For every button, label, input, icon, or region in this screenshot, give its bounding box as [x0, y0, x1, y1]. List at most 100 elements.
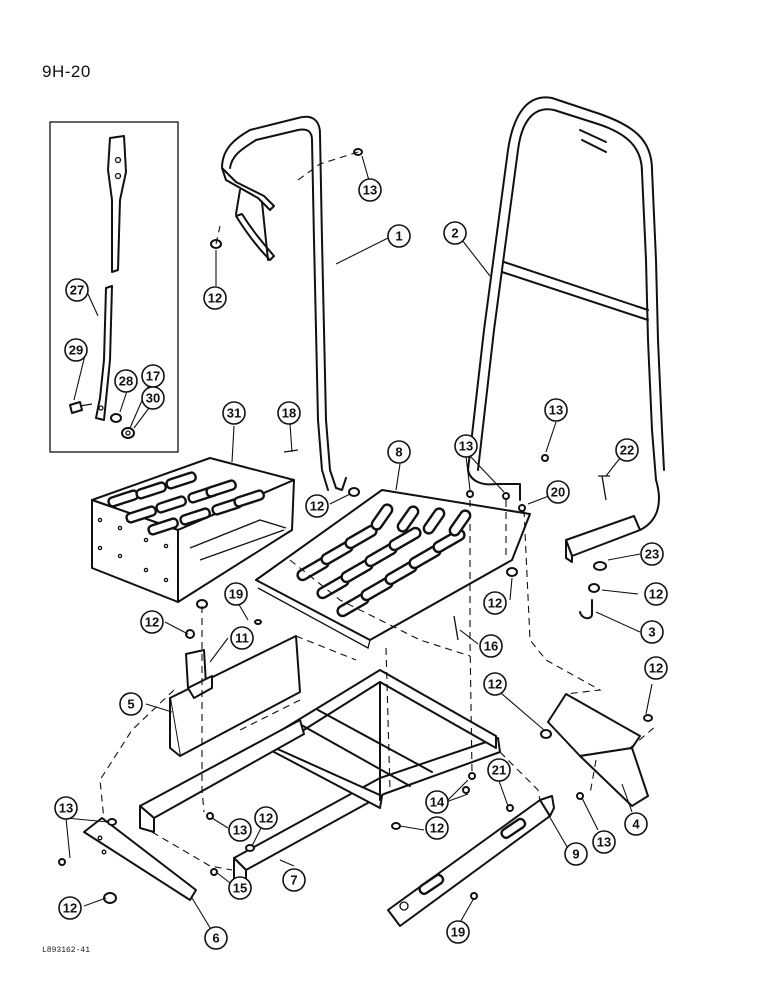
svg-text:29: 29 — [69, 343, 83, 358]
nut-30-part — [121, 427, 135, 439]
callout-19a[interactable]: 19 — [224, 582, 248, 606]
svg-text:12: 12 — [488, 677, 502, 692]
svg-text:7: 7 — [290, 873, 297, 888]
callout-12j[interactable]: 12 — [58, 896, 82, 920]
svg-text:22: 22 — [620, 443, 634, 458]
strap-lower — [95, 285, 113, 421]
callout-5[interactable]: 5 — [119, 692, 143, 716]
svg-text:12: 12 — [649, 587, 663, 602]
svg-text:9: 9 — [572, 847, 579, 862]
bracket-4 — [547, 693, 649, 807]
svg-text:13: 13 — [363, 183, 377, 198]
bolt-29-part — [69, 401, 93, 414]
svg-text:27: 27 — [70, 283, 84, 298]
callout-13c[interactable]: 13 — [454, 434, 478, 458]
callout-13d[interactable]: 13 — [54, 796, 78, 820]
callout-18[interactable]: 18 — [277, 401, 301, 425]
bracket-6 — [83, 817, 197, 901]
callout-28[interactable]: 28 — [114, 369, 138, 393]
callout-8[interactable]: 8 — [387, 440, 411, 464]
callout-12e[interactable]: 12 — [644, 582, 668, 606]
callout-12h[interactable]: 12 — [254, 806, 278, 830]
callout-9[interactable]: 9 — [564, 842, 588, 866]
handrail-1 — [221, 115, 347, 491]
step-plate-slots — [296, 503, 472, 618]
callout-2[interactable]: 2 — [443, 221, 467, 245]
callout-7[interactable]: 7 — [282, 868, 306, 892]
svg-text:15: 15 — [233, 881, 247, 896]
callout-14[interactable]: 14 — [425, 790, 449, 814]
callout-12f[interactable]: 12 — [644, 656, 668, 680]
plate-9 — [387, 795, 555, 927]
pivot-bracket — [565, 475, 641, 620]
svg-text:12: 12 — [430, 821, 444, 836]
callout-12a[interactable]: 12 — [203, 286, 227, 310]
box-31-slots — [107, 471, 265, 536]
svg-text:28: 28 — [119, 374, 133, 389]
svg-text:19: 19 — [229, 587, 243, 602]
hardware-dots — [58, 148, 653, 904]
drawing-code: L893162-41 — [42, 946, 91, 955]
callout-23[interactable]: 23 — [640, 542, 664, 566]
callout-1[interactable]: 1 — [387, 224, 411, 248]
callout-31[interactable]: 31 — [222, 401, 246, 425]
callout-13e[interactable]: 13 — [228, 818, 252, 842]
svg-text:30: 30 — [146, 391, 160, 406]
svg-text:12: 12 — [310, 499, 324, 514]
svg-text:3: 3 — [648, 625, 655, 640]
nut-12-part — [588, 583, 600, 593]
svg-text:13: 13 — [233, 823, 247, 838]
callout-20[interactable]: 20 — [546, 480, 570, 504]
svg-text:12: 12 — [259, 811, 273, 826]
svg-text:18: 18 — [282, 406, 296, 421]
callout-13a[interactable]: 13 — [358, 178, 382, 202]
strap-upper — [107, 135, 127, 273]
svg-text:20: 20 — [551, 485, 565, 500]
callout-12b[interactable]: 12 — [305, 494, 329, 518]
callout-27[interactable]: 27 — [65, 278, 89, 302]
callout-15[interactable]: 15 — [228, 876, 252, 900]
callout-3[interactable]: 3 — [640, 620, 664, 644]
callout-13f[interactable]: 13 — [592, 830, 616, 854]
callout-12g[interactable]: 12 — [483, 672, 507, 696]
svg-text:19: 19 — [451, 925, 465, 940]
svg-text:2: 2 — [451, 226, 458, 241]
svg-text:17: 17 — [146, 369, 160, 384]
svg-text:12: 12 — [208, 291, 222, 306]
callout-30[interactable]: 30 — [141, 386, 165, 410]
svg-text:13: 13 — [549, 403, 563, 418]
callout-19b[interactable]: 19 — [446, 920, 470, 944]
svg-text:8: 8 — [395, 445, 402, 460]
svg-text:31: 31 — [227, 406, 241, 421]
svg-text:11: 11 — [235, 631, 249, 646]
callout-6[interactable]: 6 — [204, 926, 228, 950]
callout-22[interactable]: 22 — [615, 438, 639, 462]
callout-11[interactable]: 11 — [230, 626, 254, 650]
callout-12i[interactable]: 12 — [425, 816, 449, 840]
assembly-dashed-lines — [99, 151, 657, 871]
handrail-2 — [467, 96, 665, 531]
svg-text:16: 16 — [484, 639, 498, 654]
svg-text:21: 21 — [492, 763, 506, 778]
callout-21[interactable]: 21 — [487, 758, 511, 782]
svg-text:13: 13 — [459, 439, 473, 454]
washer-28-part — [110, 413, 122, 423]
callout-17[interactable]: 17 — [141, 364, 165, 388]
side-bracket-5 — [139, 635, 305, 833]
nut-23-part — [593, 561, 607, 571]
inset-detail-box — [49, 121, 179, 453]
callout-29[interactable]: 29 — [64, 338, 88, 362]
callout-12d[interactable]: 12 — [483, 591, 507, 615]
svg-text:12: 12 — [488, 596, 502, 611]
svg-text:12: 12 — [145, 615, 159, 630]
callout-16[interactable]: 16 — [479, 634, 503, 658]
callout-4[interactable]: 4 — [624, 812, 648, 836]
callout-13b[interactable]: 13 — [544, 398, 568, 422]
storage-box-31 — [91, 457, 295, 603]
hook-3-part — [579, 599, 593, 620]
callout-12c[interactable]: 12 — [140, 610, 164, 634]
page-title: 9H-20 — [42, 62, 91, 81]
svg-text:6: 6 — [212, 931, 219, 946]
bracket-11 — [185, 649, 213, 699]
